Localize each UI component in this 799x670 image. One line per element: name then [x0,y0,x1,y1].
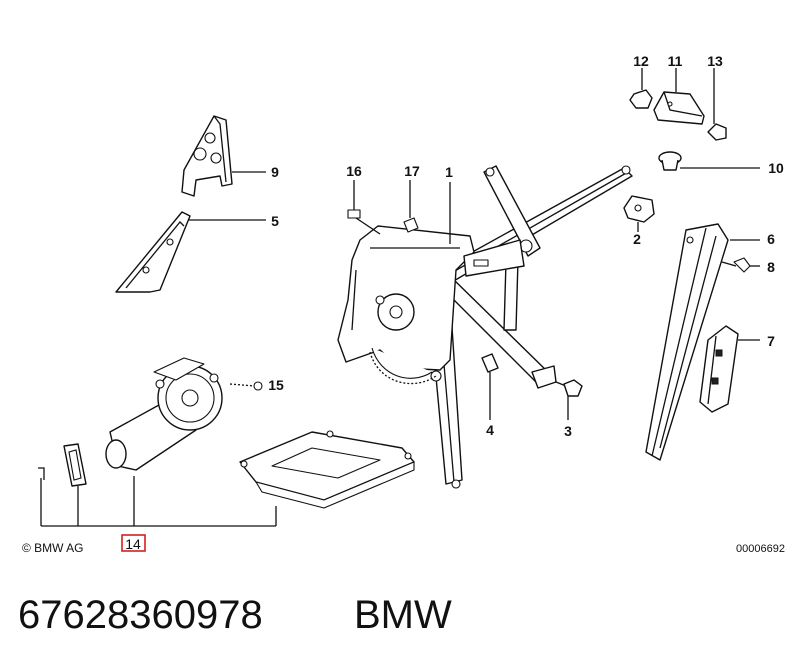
callout-1: 1 [445,164,453,180]
part-13-bolt [707,68,727,141]
part-14-motor [38,357,223,487]
part-4-clip [481,353,499,420]
part-7-slider-block [699,325,760,413]
callout-4: 4 [486,422,494,438]
part-2-slider [623,195,655,232]
callout-14: 14 [125,536,141,552]
callout-13: 13 [707,53,723,69]
part-17-clip [403,180,419,233]
part-9-triangle-bracket [181,115,266,197]
callout-11: 11 [668,53,683,69]
reference-code: 00006692 [736,543,785,555]
part-15-screw [229,381,263,391]
callout-12: 12 [633,53,649,69]
callout-14-bracket [40,476,277,527]
part-8-screw [721,257,760,273]
callout-14-highlight [121,534,146,552]
part-1-regulator [337,165,633,489]
callout-5: 5 [271,213,279,229]
callout-3: 3 [564,423,572,439]
part-5-triangle-trim [115,211,266,293]
part-3-bolt [555,379,583,420]
copyright-text: © BMW AG [22,541,84,555]
callout-15: 15 [268,377,284,393]
part-control-unit [239,430,415,509]
callout-16: 16 [346,163,362,179]
callout-6: 6 [767,231,775,247]
part-16-screw [347,180,381,235]
callout-7: 7 [767,333,775,349]
part-12-nut [629,68,653,109]
part-number: 67628360978 [18,593,263,637]
part-11-bracket [653,68,705,125]
callout-17: 17 [404,163,420,179]
brand-name: BMW [354,593,452,637]
part-6-guide-rail [645,223,760,461]
callout-2: 2 [633,231,641,247]
callout-10: 10 [768,160,784,176]
callout-8: 8 [767,259,775,275]
callout-9: 9 [271,164,279,180]
part-10-grommet [658,151,760,171]
